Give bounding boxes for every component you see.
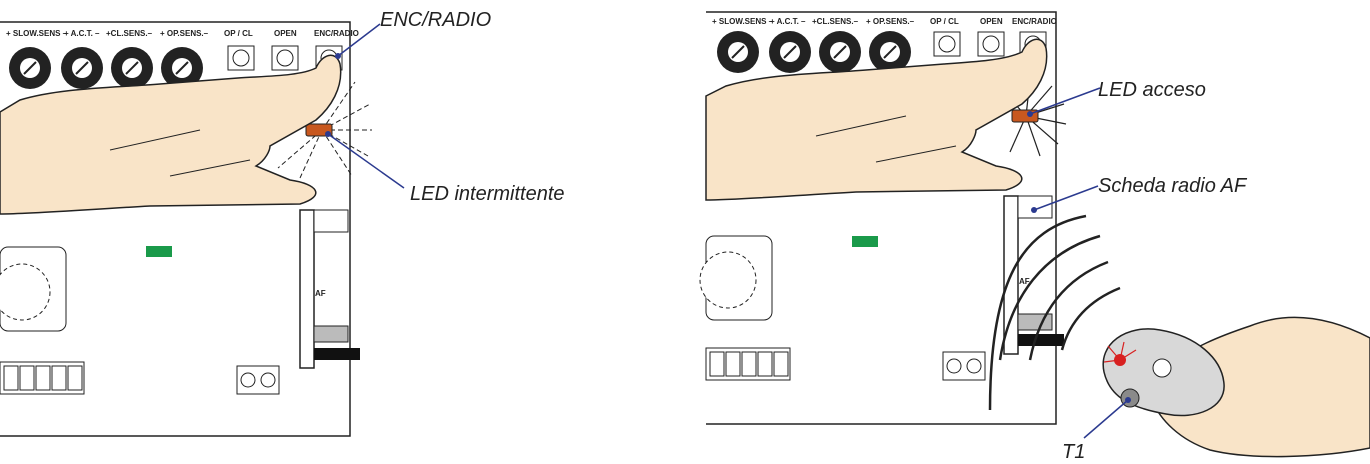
trimmer-slow-sens[interactable] [9,47,51,89]
op-cl-label: OP / CL [224,29,253,38]
act-label: + A.C.T. – [770,17,806,26]
screw-terminal [237,366,279,394]
open-label: OPEN [980,17,1003,26]
remote-control[interactable] [1103,329,1224,416]
slow-sens-label: + SLOW.SENS – [712,17,774,26]
led-blinking-callout: LED intermittente [410,183,565,205]
card-mark: AF [315,289,326,298]
op-cl-button[interactable] [228,46,254,70]
open-label: OPEN [274,29,297,38]
trimmer-slow-sens[interactable] [717,31,759,73]
trimmer-act[interactable] [769,31,811,73]
op-sens-label: + OP.SENS.– [160,29,209,38]
cl-sens-label: +CL.SENS.– [106,29,153,38]
enc-radio-header: ENC/RADIO [1012,17,1057,26]
trimmer-cl-sens[interactable] [819,31,861,73]
t1-callout: T1 [1062,441,1085,463]
op-cl-button[interactable] [934,32,960,56]
terminal-block [706,348,790,380]
terminal-block [0,362,84,394]
status-led [852,236,878,247]
status-led [146,246,172,257]
capacitor [0,264,50,320]
radio-card-callout: Scheda radio AF [1098,175,1248,197]
open-button[interactable] [272,46,298,70]
act-label: + A.C.T. – [64,29,100,38]
capacitor [700,252,756,308]
enc-radio-header: ENC/RADIO [314,29,359,38]
op-cl-label: OP / CL [930,17,959,26]
trimmer-cl-sens[interactable] [111,47,153,89]
cl-sens-label: +CL.SENS.– [812,17,859,26]
enc-radio-callout: ENC/RADIO [380,9,491,31]
left-panel: + SLOW.SENS – + A.C.T. – +CL.SENS.– + OP… [0,9,565,436]
screw-terminal [943,352,985,380]
led-on-callout: LED acceso [1098,79,1206,101]
slow-sens-label: + SLOW.SENS – [6,29,68,38]
op-sens-label: + OP.SENS.– [866,17,915,26]
callout-line-t1 [1084,400,1128,438]
trimmer-act[interactable] [61,47,103,89]
right-panel: + SLOW.SENS – + A.C.T. – +CL.SENS.– + OP… [700,12,1370,463]
open-button[interactable] [978,32,1004,56]
